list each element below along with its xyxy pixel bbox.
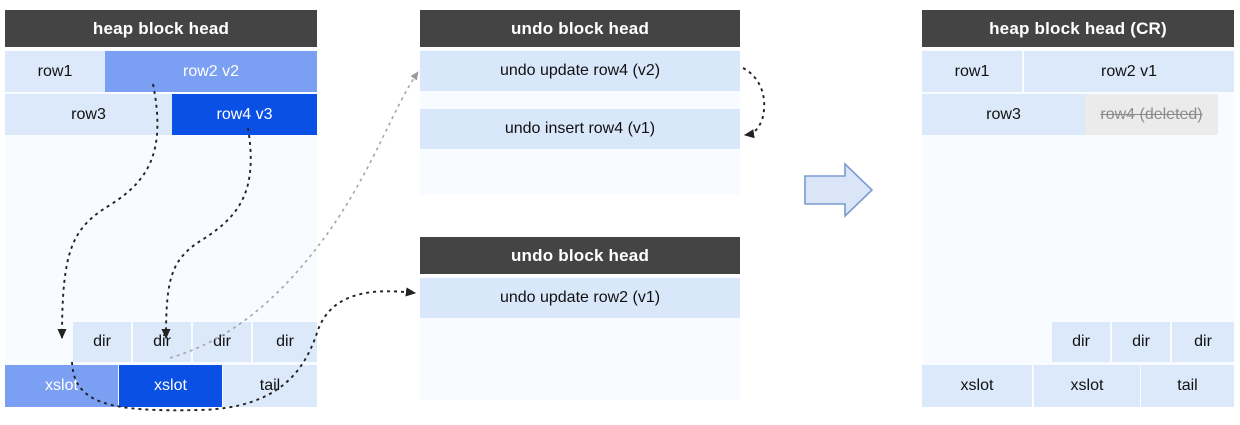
heap-cr-row4-deleted: row4 (deleted)	[1085, 94, 1218, 135]
undo-block-2-title: undo block head	[420, 237, 740, 274]
heap-cr-xslot-1: xslot	[922, 365, 1032, 407]
connector-undo-v2-to-v1	[742, 67, 766, 139]
undo-record: undo insert row4 (v1)	[420, 109, 740, 149]
heap-cr-dir-cell: dir	[1052, 322, 1110, 362]
heap-dir-cell: dir	[73, 322, 131, 362]
heap-cr-xslot-2: xslot	[1034, 365, 1140, 407]
heap-cr-row1: row1	[922, 51, 1022, 92]
heap-cr-row3: row3	[922, 94, 1085, 135]
heap-xslot-1: xslot	[5, 365, 118, 407]
undo-block-1-title: undo block head	[420, 10, 740, 47]
heap-cr-dir-cell: dir	[1172, 322, 1234, 362]
transform-arrow-icon	[804, 162, 874, 218]
heap-block-after-body: row1 row2 v1 row3 row4 (deleted) dir dir…	[922, 50, 1234, 407]
heap-row-row3: row3	[5, 94, 172, 135]
heap-block-before: heap block head row1 row2 v2 row3 row4 v…	[5, 10, 317, 407]
heap-row-row2: row2 v2	[105, 51, 317, 92]
heap-dir-cell: dir	[253, 322, 317, 362]
heap-cr-row2: row2 v1	[1024, 51, 1234, 92]
heap-tail: tail	[223, 365, 317, 407]
heap-block-before-body: row1 row2 v2 row3 row4 v3 dir dir dir di…	[5, 50, 317, 407]
heap-row-row4: row4 v3	[172, 94, 317, 135]
heap-row-row1: row1	[5, 51, 105, 92]
undo-record: undo update row4 (v2)	[420, 51, 740, 91]
undo-gap	[420, 91, 740, 109]
heap-xslot-2: xslot	[119, 365, 222, 407]
heap-dir-cell: dir	[133, 322, 191, 362]
undo-block-2-body: undo update row2 (v1)	[420, 277, 740, 400]
heap-cr-row4-deleted-label: row4 (deleted)	[1100, 105, 1203, 123]
undo-block-1-body: undo update row4 (v2) undo insert row4 (…	[420, 50, 740, 195]
undo-record: undo update row2 (v1)	[420, 278, 740, 318]
undo-block-2: undo block head undo update row2 (v1)	[420, 237, 740, 400]
heap-dir-cell: dir	[193, 322, 251, 362]
undo-block-1: undo block head undo update row4 (v2) un…	[420, 10, 740, 195]
heap-block-after: heap block head (CR) row1 row2 v1 row3 r…	[922, 10, 1234, 407]
heap-cr-tail: tail	[1141, 365, 1234, 407]
heap-block-after-title: heap block head (CR)	[922, 10, 1234, 47]
heap-cr-dir-cell: dir	[1112, 322, 1170, 362]
heap-block-before-title: heap block head	[5, 10, 317, 47]
